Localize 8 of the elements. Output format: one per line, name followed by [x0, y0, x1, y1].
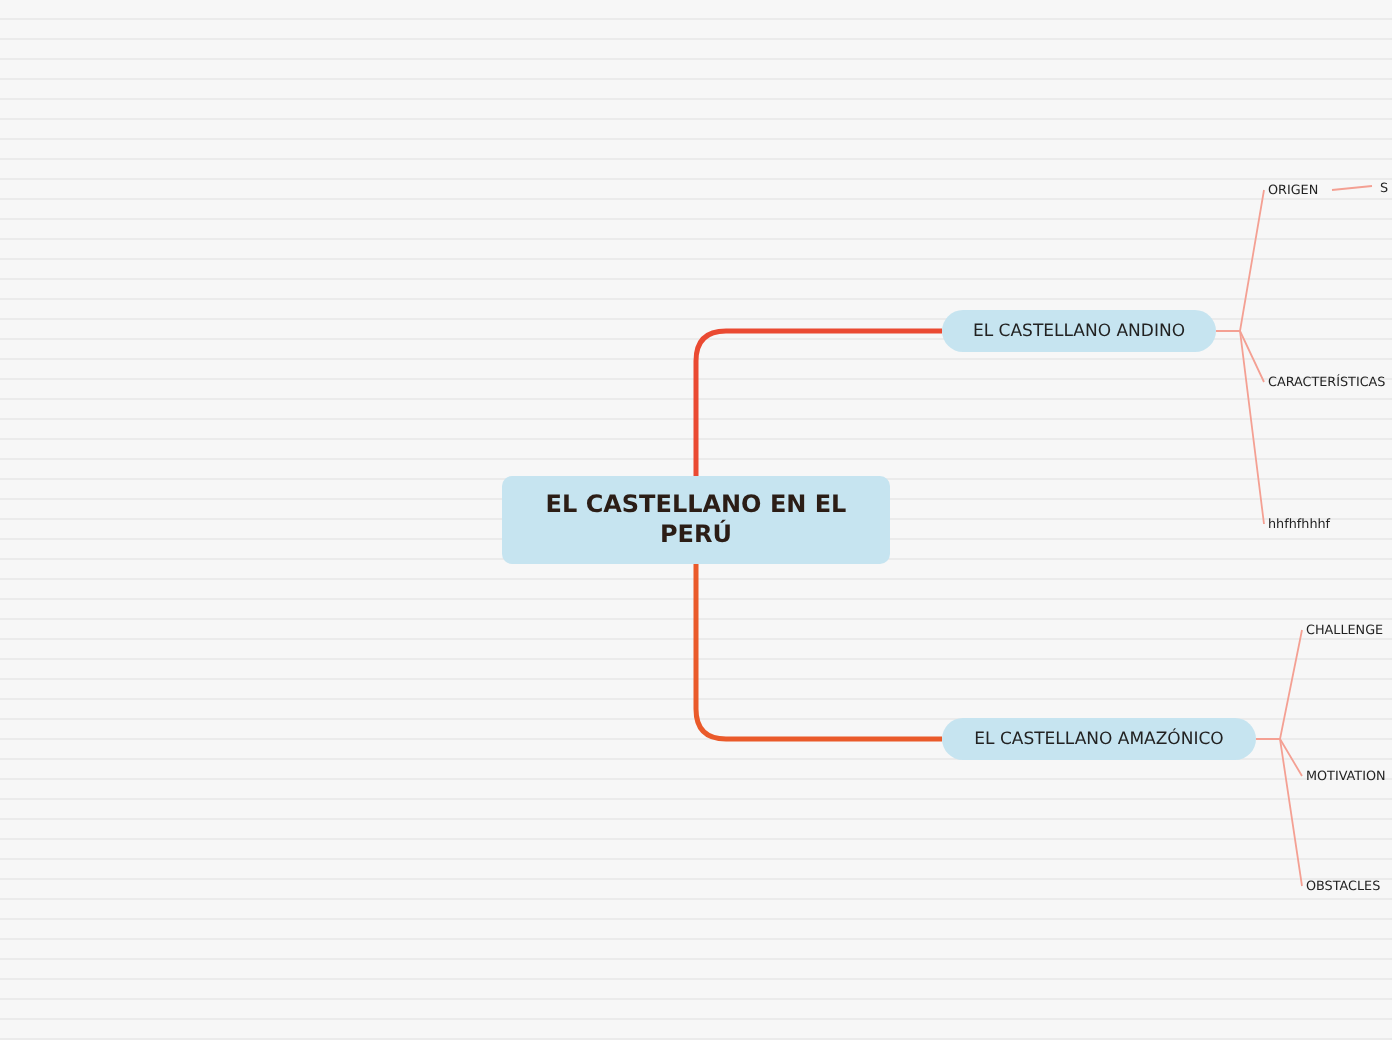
connector-line	[1255, 738, 1303, 887]
connector-line	[693, 328, 942, 476]
central-topic: EL CASTELLANO EN EL PERÚ	[502, 476, 890, 564]
topic-pill: EL CASTELLANO ANDINO	[942, 310, 1216, 352]
connector-line	[1331, 185, 1373, 191]
connector-line	[693, 564, 942, 742]
topic-pill: EL CASTELLANO AMAZÓNICO	[942, 718, 1256, 760]
connector-line	[1215, 330, 1265, 525]
